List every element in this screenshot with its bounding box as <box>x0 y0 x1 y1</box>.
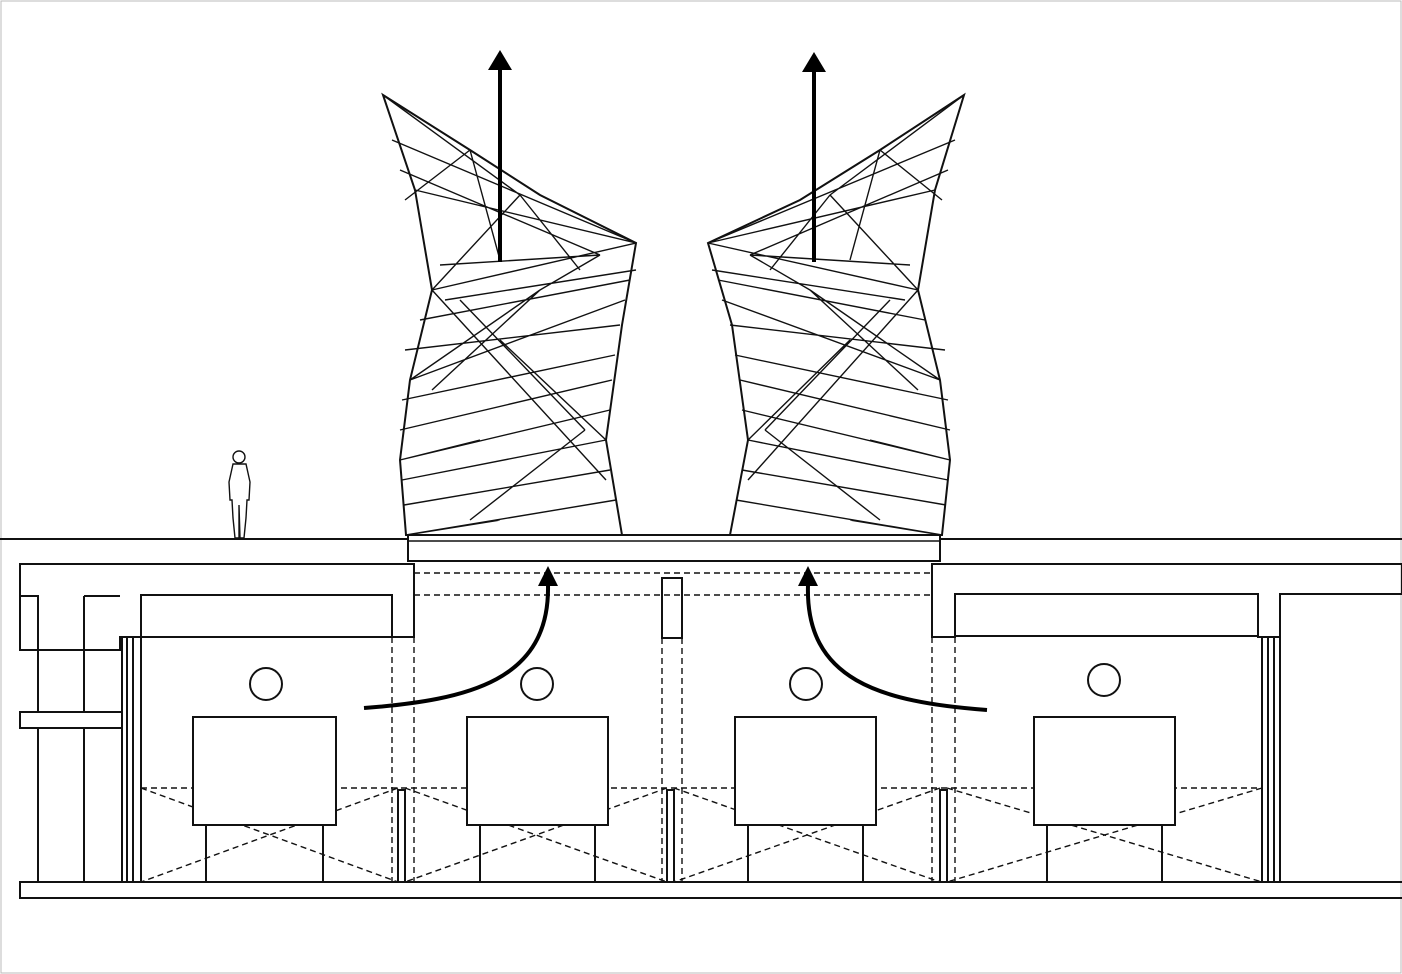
underground-structure <box>19 563 1402 899</box>
exhaust-arrow-left <box>488 50 512 262</box>
light-fixture <box>789 667 823 701</box>
ventilation-tower-left <box>381 92 638 536</box>
light-fixture <box>249 667 283 701</box>
light-fixture <box>1087 663 1121 697</box>
equipment-unit <box>466 716 609 882</box>
exhaust-arrow-right <box>802 52 826 262</box>
equipment-unit <box>1033 716 1176 882</box>
airflow-arrow-left <box>363 566 558 710</box>
human-scale-figure <box>228 450 251 539</box>
airflow-arrow-right <box>798 566 988 712</box>
light-fixture <box>520 667 554 701</box>
duct-dashed-lines <box>140 572 1263 883</box>
equipment-unit <box>734 716 877 882</box>
ventilation-tower-right <box>706 92 966 536</box>
equipment-unit <box>192 716 337 882</box>
tower-base-slab <box>407 534 941 562</box>
